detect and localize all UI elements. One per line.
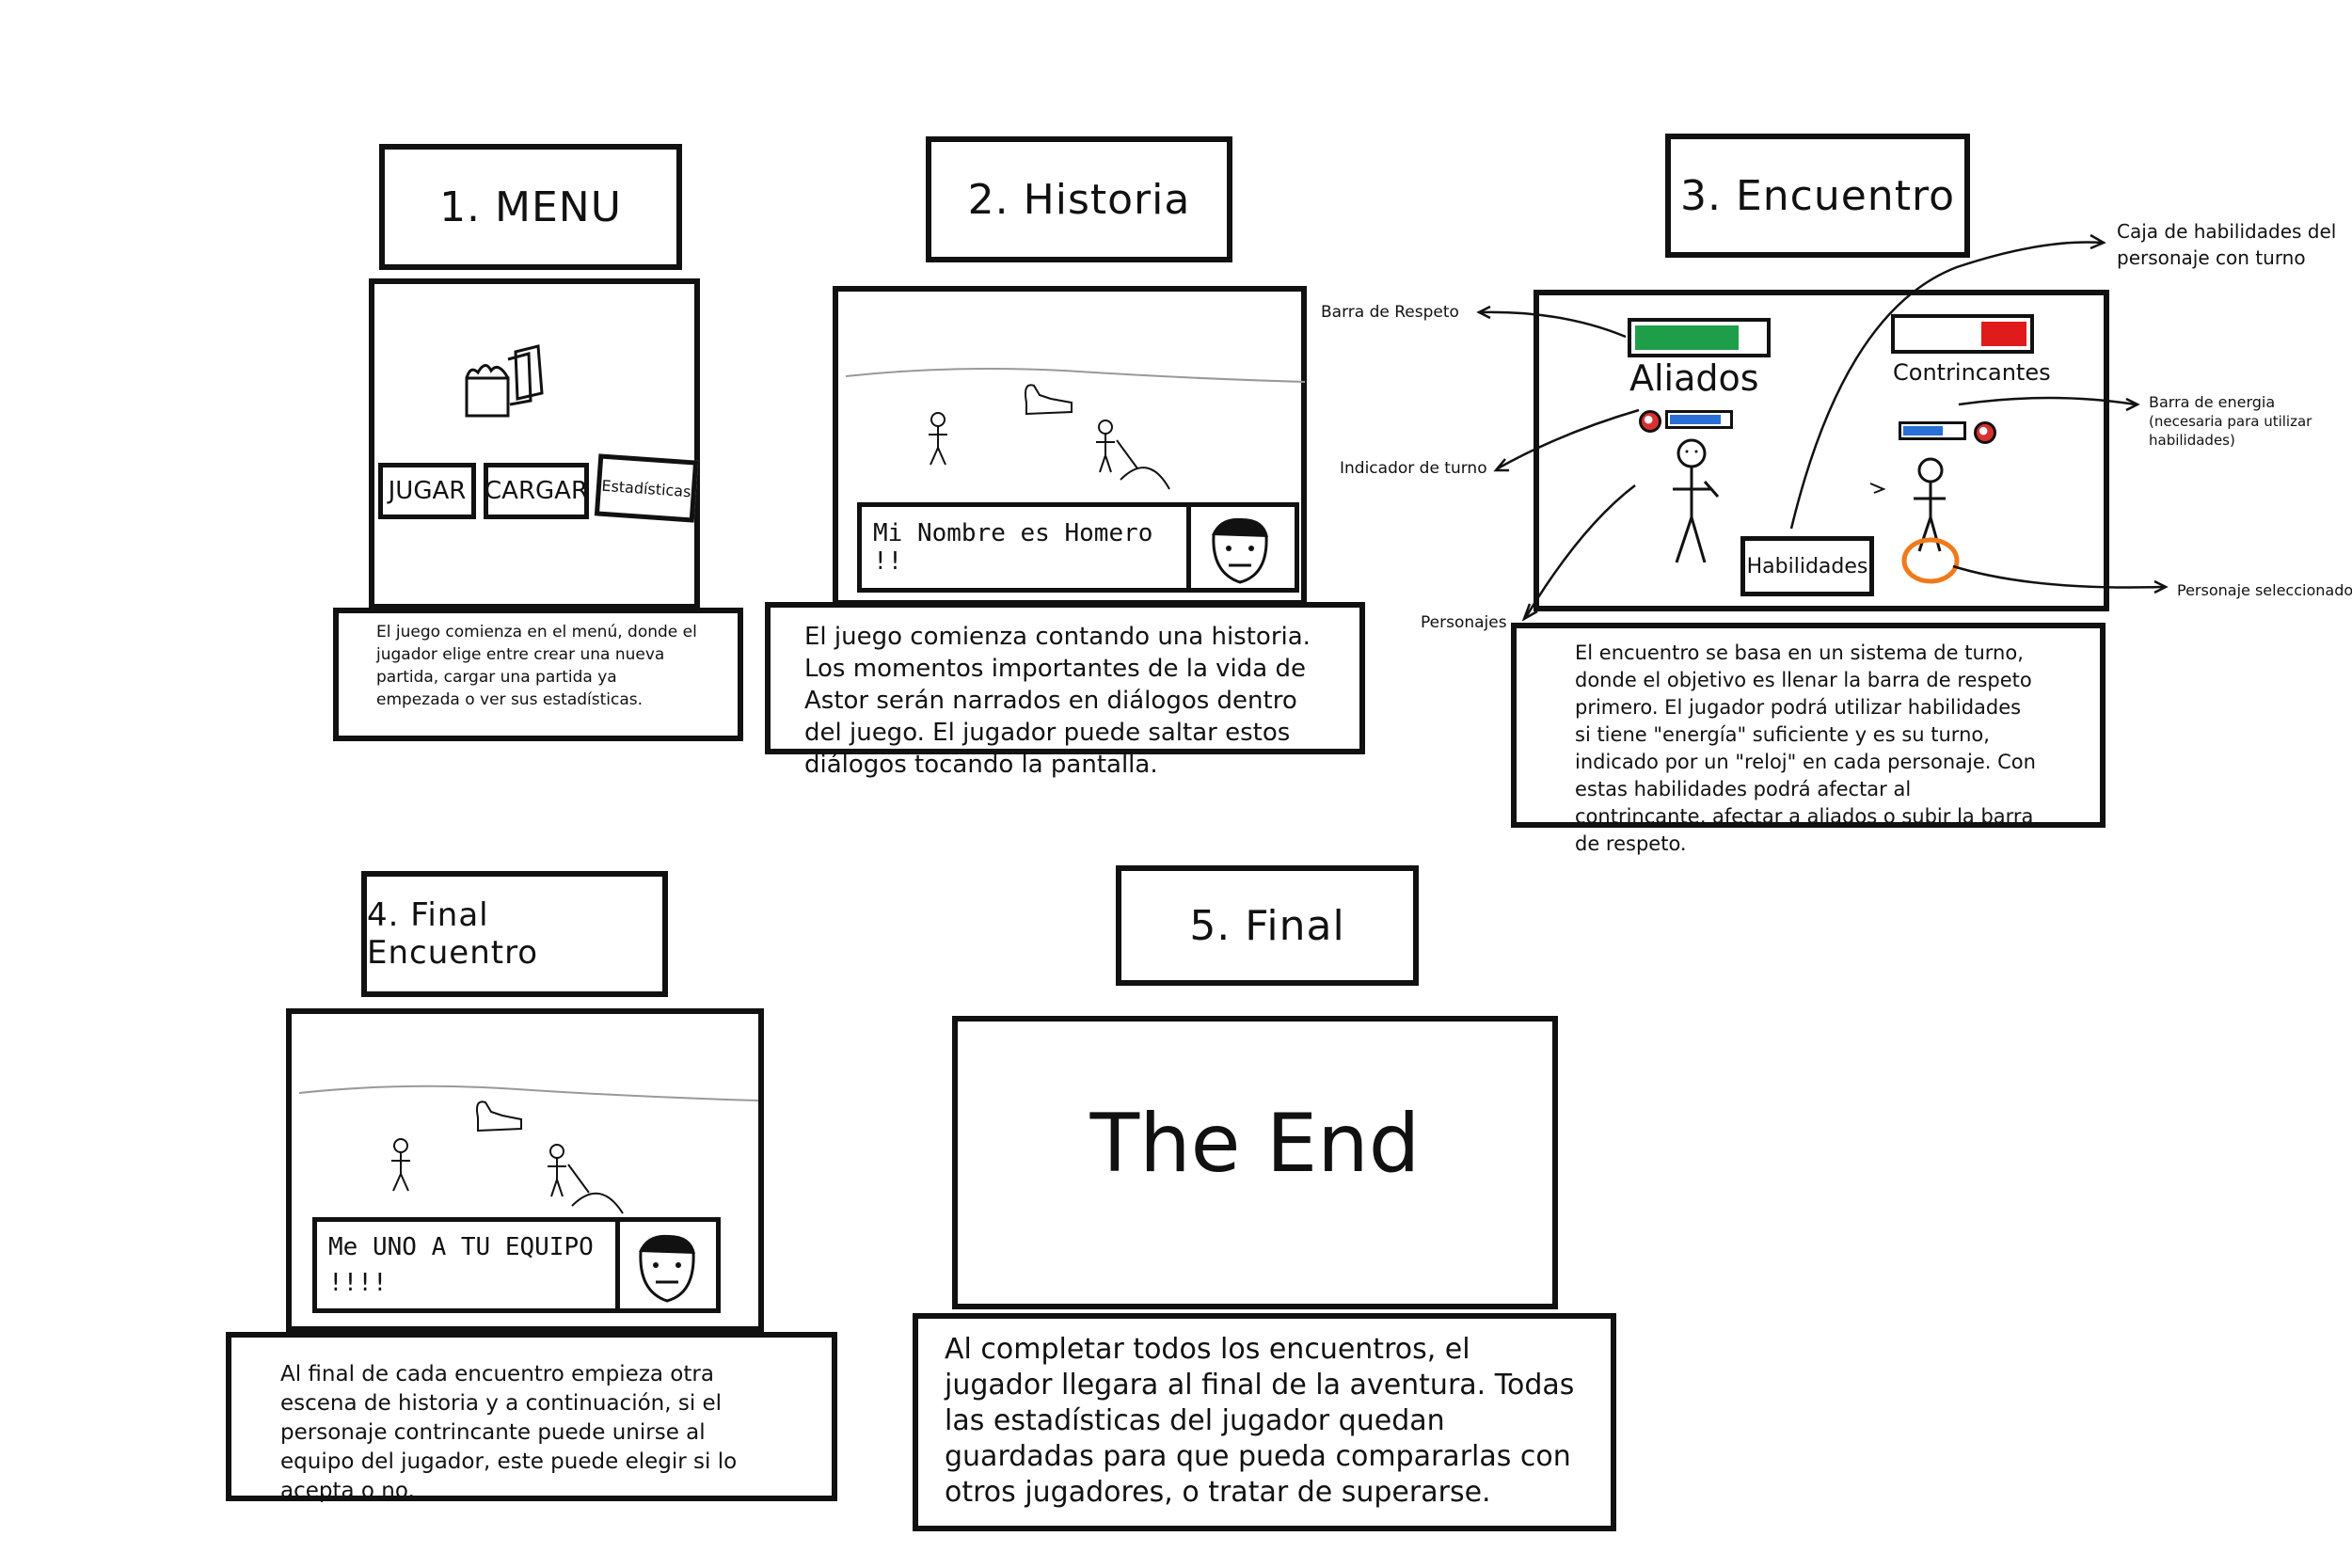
treasure-chest-icon [465, 344, 544, 418]
encuentro-title: 3. Encuentro [1680, 171, 1955, 220]
encuentro-description-text: El encuentro se basa en un sistema de tu… [1575, 641, 2036, 855]
face-icon [1212, 517, 1268, 584]
final-encuentro-dialog-text: Me UNO A TU EQUIPO !!!! [328, 1233, 594, 1297]
annotation-personajes: Personajes [1421, 613, 1507, 632]
encuentro-screen: Aliados Contrincantes Habilidades [1534, 290, 2109, 611]
respeto-bar-contrincantes [1891, 314, 2034, 354]
jugar-label: JUGAR [388, 477, 467, 505]
energia-fill-aliados [1670, 415, 1721, 424]
energia-bar-contrincante [1899, 421, 1966, 440]
final-encuentro-title: 4. Final Encuentro [367, 896, 539, 972]
menu-description-text: El juego comienza en el menú, donde el j… [376, 623, 697, 709]
homero-portrait [1186, 507, 1295, 588]
habilidades-button[interactable]: Habilidades [1740, 536, 1874, 596]
menu-description: El juego comienza en el menú, donde el j… [333, 608, 743, 741]
final-description: Al completar todos los encuentros, el ju… [913, 1313, 1616, 1531]
historia-dialog-text: Mi Nombre es Homero !! [873, 519, 1153, 576]
final-title: 5. Final [1189, 901, 1345, 950]
turn-indicator-icon [1639, 410, 1661, 433]
estadisticas-label: Estadísticas [600, 476, 692, 500]
final-title-box: 5. Final [1116, 865, 1419, 986]
annotation-personaje-seleccionado: Personaje seleccionado [2177, 581, 2352, 599]
encuentro-title-box: 3. Encuentro [1665, 134, 1970, 258]
habilidades-label: Habilidades [1746, 554, 1868, 578]
final-encuentro-description-text: Al final de cada encuentro empieza otra … [280, 1362, 738, 1503]
respeto-bar-aliados [1628, 318, 1771, 357]
historia-title: 2. Historia [967, 175, 1191, 224]
encuentro-description: El encuentro se basa en un sistema de tu… [1511, 623, 2106, 855]
historia-dialog-box[interactable]: Mi Nombre es Homero !! [857, 502, 1299, 593]
cargar-label: CARGAR [485, 477, 589, 505]
the-end-text: The End [1089, 1097, 1421, 1191]
menu-screen: JUGAR CARGAR Estadísticas [369, 278, 700, 610]
final-screen: The End [952, 1016, 1558, 1309]
final-encuentro-screen: Me UNO A TU EQUIPO !!!! [286, 1008, 764, 1332]
annotation-indicador-turno: Indicador de turno [1340, 459, 1487, 478]
turn-indicator-icon [1974, 421, 1996, 444]
historia-title-box: 2. Historia [926, 136, 1232, 262]
respeto-fill-aliados [1635, 325, 1739, 350]
final-description-text: Al completar todos los encuentros, el ju… [945, 1333, 1575, 1509]
face-icon [639, 1234, 695, 1303]
estadisticas-button[interactable]: Estadísticas [594, 453, 699, 523]
historia-screen: Mi Nombre es Homero !! [833, 286, 1307, 606]
cargar-button[interactable]: CARGAR [484, 463, 589, 519]
final-encuentro-description: Al final de cada encuentro empieza otra … [226, 1332, 837, 1503]
annotation-barra-respeto: Barra de Respeto [1321, 303, 1459, 322]
historia-description-text: El juego comienza contando una historia.… [804, 623, 1311, 779]
energia-bar-aliados [1665, 410, 1733, 429]
historia-description: El juego comienza contando una historia.… [765, 602, 1365, 779]
menu-title-box: 1. MENU [379, 144, 682, 270]
respeto-fill-contrincantes [1981, 322, 2026, 346]
portrait [615, 1222, 716, 1308]
annotation-barra-energia-note: (necesaria para utilizar habilidades) [2149, 413, 2312, 449]
contrincantes-label: Contrincantes [1893, 359, 2051, 386]
menu-title: 1. MENU [439, 182, 622, 231]
annotation-caja-habilidades: Caja de habilidades del personaje con tu… [2117, 220, 2337, 269]
final-encuentro-title-box: 4. Final Encuentro [361, 871, 668, 997]
aliados-label: Aliados [1629, 357, 1759, 399]
annotation-barra-energia: Barra de energia [2149, 393, 2276, 411]
energia-fill-contrincante [1903, 426, 1943, 436]
jugar-button[interactable]: JUGAR [378, 463, 476, 519]
final-encuentro-dialog-box[interactable]: Me UNO A TU EQUIPO !!!! [312, 1217, 721, 1313]
